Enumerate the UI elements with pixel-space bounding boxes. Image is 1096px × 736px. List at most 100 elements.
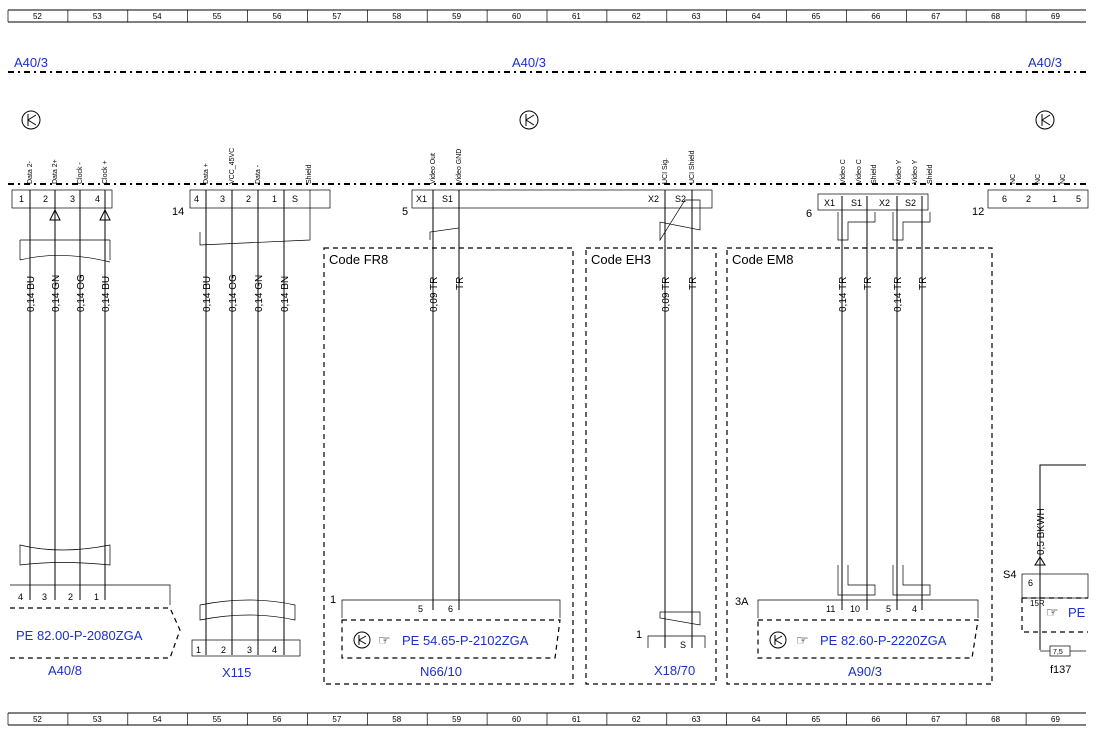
pin-signal-label: Video C bbox=[856, 159, 863, 184]
pin-number: 4 bbox=[194, 194, 199, 204]
ruler-label: 66 bbox=[871, 715, 880, 724]
wire-label: 0,14 TR bbox=[893, 277, 904, 312]
pin-number: 4 bbox=[95, 194, 100, 204]
ruler-label: 55 bbox=[213, 12, 222, 21]
component-number: 1 bbox=[636, 629, 642, 641]
pin-signal-label: UCI Sig. bbox=[662, 158, 669, 184]
code-label: Code EM8 bbox=[732, 252, 793, 267]
pin-number: 2 bbox=[43, 194, 48, 204]
pin-signal-label: Video Y bbox=[912, 159, 919, 184]
ruler-label: 69 bbox=[1051, 12, 1060, 21]
pin-number: 6 bbox=[1028, 578, 1033, 588]
pin-number: 2 bbox=[68, 592, 73, 602]
pin-signal-label: NC bbox=[1010, 174, 1017, 184]
component-number: S4 bbox=[1003, 569, 1016, 581]
transistor-icon bbox=[353, 631, 371, 649]
pe-link[interactable]: PE bbox=[1068, 605, 1086, 620]
pin-number: 1 bbox=[1052, 194, 1057, 204]
ruler-label: 60 bbox=[512, 12, 521, 21]
pointing-hand-icon: ☞ bbox=[378, 632, 391, 648]
connector-number: 6 bbox=[806, 208, 812, 220]
wire-label: 0,14 GN bbox=[254, 275, 265, 312]
ruler-label: 65 bbox=[812, 715, 821, 724]
pin-number: 3 bbox=[247, 645, 252, 655]
ruler-label: 61 bbox=[572, 715, 581, 724]
wire-label: 0,14 BU bbox=[202, 276, 213, 312]
wire-label: 0,5 BKWH bbox=[1036, 508, 1047, 555]
pin-signal-label: NC bbox=[1060, 174, 1067, 184]
pin-signal-label: Video GND bbox=[456, 149, 463, 184]
pin-signal-label: Shield bbox=[306, 164, 313, 184]
pin-signal-label: NC bbox=[1035, 174, 1042, 184]
pin-signal-label: Clock - bbox=[77, 162, 84, 184]
ruler-label: 62 bbox=[632, 715, 641, 724]
pin-signal-label: Data 2- bbox=[27, 160, 34, 184]
ruler-label: 60 bbox=[512, 715, 521, 724]
ruler-label: 68 bbox=[991, 715, 1000, 724]
component-name: X115 bbox=[222, 665, 251, 680]
transistor-icon bbox=[769, 631, 787, 649]
pin-signal-label: Clock + bbox=[102, 160, 109, 184]
code-box-eh3 bbox=[585, 247, 717, 685]
pin-number: 3 bbox=[42, 592, 47, 602]
code-label: Code EH3 bbox=[591, 252, 651, 267]
pointing-hand-icon: ☞ bbox=[796, 632, 809, 648]
transistor-icon bbox=[21, 110, 41, 130]
pin-signal-label: UCI Shield bbox=[689, 150, 696, 184]
header-right: A40/3 bbox=[1028, 55, 1062, 70]
pin-signal-label: Data - bbox=[255, 164, 262, 184]
ruler-label: 58 bbox=[392, 12, 401, 21]
wire-label: 0,14 BU bbox=[26, 276, 37, 312]
pin-number: 4 bbox=[912, 604, 917, 614]
pin-signal-label: Video Out bbox=[430, 153, 437, 184]
ruler-label: 64 bbox=[752, 715, 761, 724]
pe-link[interactable]: PE 82.60-P-2220ZGA bbox=[820, 633, 947, 648]
ruler-label: 53 bbox=[93, 12, 102, 21]
transistor-icon bbox=[519, 110, 539, 130]
connector-12: 12 NC NC NC 6 2 1 5 bbox=[972, 174, 1089, 218]
pin-number: 10 bbox=[850, 604, 860, 614]
pin-number: X2 bbox=[648, 194, 659, 204]
connector-number: 12 bbox=[972, 206, 984, 218]
wire-label: 0,14 GN bbox=[51, 275, 62, 312]
connector-number: 5 bbox=[402, 206, 408, 218]
ruler-label: 54 bbox=[153, 715, 162, 724]
pin-number: 11 bbox=[826, 604, 835, 614]
pe-link[interactable]: PE 54.65-P-2102ZGA bbox=[402, 633, 529, 648]
pin-number: S2 bbox=[675, 194, 686, 204]
ruler-label: 66 bbox=[871, 12, 880, 21]
header-center: A40/3 bbox=[512, 55, 546, 70]
ruler-label: 68 bbox=[991, 12, 1000, 21]
ruler-label: 57 bbox=[332, 12, 341, 21]
pin-signal-label: Video Y bbox=[896, 159, 903, 184]
fuse-rating: 7,5 bbox=[1053, 649, 1063, 656]
wire-label: TR bbox=[688, 277, 699, 290]
pe-link[interactable]: PE 82.00-P-2080ZGA bbox=[16, 628, 143, 643]
pin-signal-label: Shield bbox=[927, 164, 934, 184]
pin-signal-label: Data + bbox=[203, 163, 210, 184]
pin-number: S1 bbox=[851, 198, 862, 208]
pin-signal-label: VCC_45VC bbox=[229, 148, 236, 184]
wire-label: 0,14 BU bbox=[101, 276, 112, 312]
wire-label: 0,09 TR bbox=[661, 277, 672, 312]
connector-6: 6 Video C Video C Shield Video Y Video Y… bbox=[806, 159, 934, 220]
ruler-label: 52 bbox=[33, 715, 42, 724]
wire-label: TR bbox=[455, 277, 466, 290]
ruler-label: 57 bbox=[332, 715, 341, 724]
component-name: A90/3 bbox=[848, 664, 882, 679]
pin-signal-label: Video C bbox=[840, 159, 847, 184]
wire-label: TR bbox=[863, 277, 874, 290]
header-left: A40/3 bbox=[14, 55, 48, 70]
wire-bundle bbox=[19, 190, 1086, 655]
pointing-hand-icon: ☞ bbox=[1046, 604, 1059, 620]
ruler-label: 67 bbox=[931, 715, 940, 724]
ruler-label: 55 bbox=[213, 715, 222, 724]
code-label: Code FR8 bbox=[329, 252, 388, 267]
ruler-label: 64 bbox=[752, 12, 761, 21]
connector-number: 14 bbox=[172, 206, 184, 218]
pin-number: S2 bbox=[905, 198, 916, 208]
pin-number: X1 bbox=[824, 198, 835, 208]
component-name: N66/10 bbox=[420, 664, 462, 679]
pin-number: 4 bbox=[18, 592, 23, 602]
